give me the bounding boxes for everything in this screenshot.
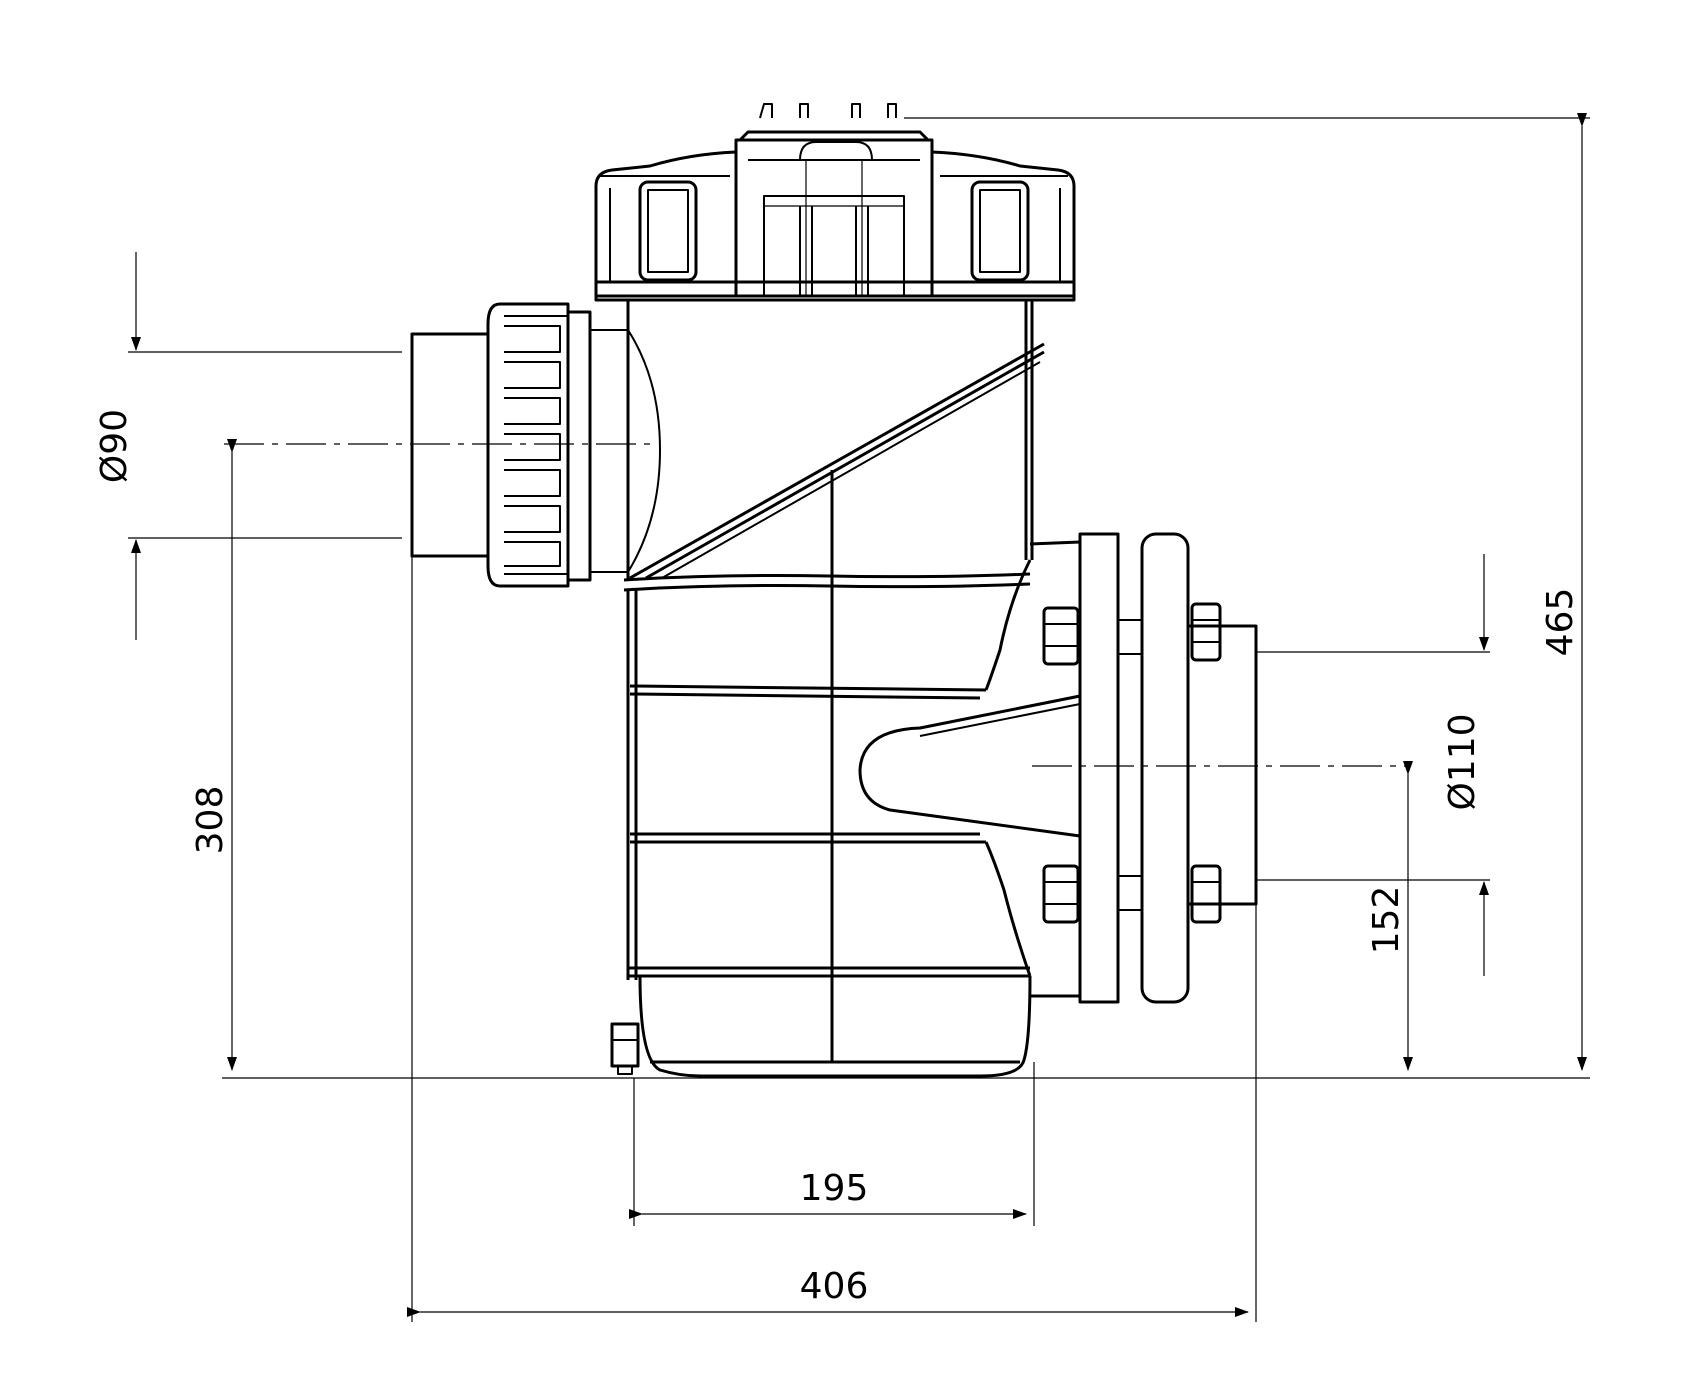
outlet-flange	[858, 532, 1410, 1004]
dim-outlet-diameter: Ø110	[1442, 713, 1483, 810]
dim-total-width: 406	[800, 1266, 869, 1307]
dim-total-height: 465	[1540, 588, 1581, 657]
dim-body-width: 195	[800, 1168, 869, 1209]
dimension-labels: 465 308 152 Ø90 Ø110 195 406	[94, 409, 1581, 1307]
inlet-union	[224, 302, 661, 588]
dim-outlet-height: 152	[1366, 886, 1407, 955]
lid-handle	[734, 103, 934, 298]
pump-body	[224, 103, 1410, 1078]
dimension-lines	[128, 113, 1590, 1322]
dim-inlet-height: 308	[190, 786, 231, 855]
lid	[594, 150, 1076, 302]
strainer-body	[610, 300, 1045, 1078]
dim-inlet-diameter: Ø90	[94, 409, 135, 483]
